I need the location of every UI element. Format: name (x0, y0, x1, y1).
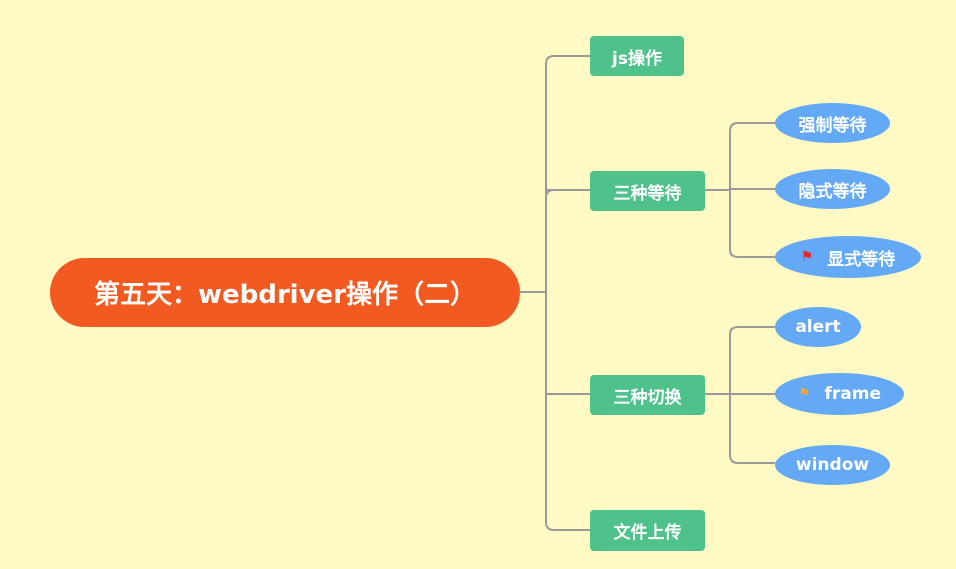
branch-node-label: 三种等待 (613, 183, 682, 204)
orange-flag-icon: ⚑ (797, 386, 811, 402)
root-node-label: 第五天：webdriver操作（二） (93, 280, 476, 310)
red-flag-icon: ⚑ (800, 249, 814, 265)
connector-main-trunk (545, 55, 555, 531)
connector-branch-wait (545, 189, 590, 199)
leaf-node-label: alert (795, 317, 841, 337)
branch-node-upload[interactable]: 文件上传 (590, 510, 705, 551)
leaf-node-label: frame (824, 384, 882, 404)
leaf-node-explicit-wait[interactable]: ⚑ 显式等待 (775, 236, 921, 278)
leaf-node-alert[interactable]: alert (775, 307, 861, 347)
branch-node-label: 三种切换 (613, 387, 682, 408)
leaf-node-frame[interactable]: ⚑ frame (775, 373, 904, 415)
root-node[interactable]: 第五天：webdriver操作（二） (50, 258, 520, 327)
branch-node-label: js操作 (612, 48, 662, 69)
leaf-node-label: window (795, 455, 870, 475)
branch-node-label: 文件上传 (613, 523, 682, 543)
leaf-node-forced-wait[interactable]: 强制等待 (775, 103, 890, 143)
leaf-node-label: 隐式等待 (798, 181, 867, 202)
branch-node-js[interactable]: js操作 (590, 36, 684, 76)
leaf-node-label: 显式等待 (827, 249, 896, 270)
leaf-node-implicit-wait[interactable]: 隐式等待 (775, 169, 890, 209)
leaf-node-window[interactable]: window (775, 445, 890, 485)
branch-node-wait[interactable]: 三种等待 (590, 171, 705, 211)
branch-node-switch[interactable]: 三种切换 (590, 375, 705, 415)
leaf-node-label: 强制等待 (798, 115, 867, 136)
